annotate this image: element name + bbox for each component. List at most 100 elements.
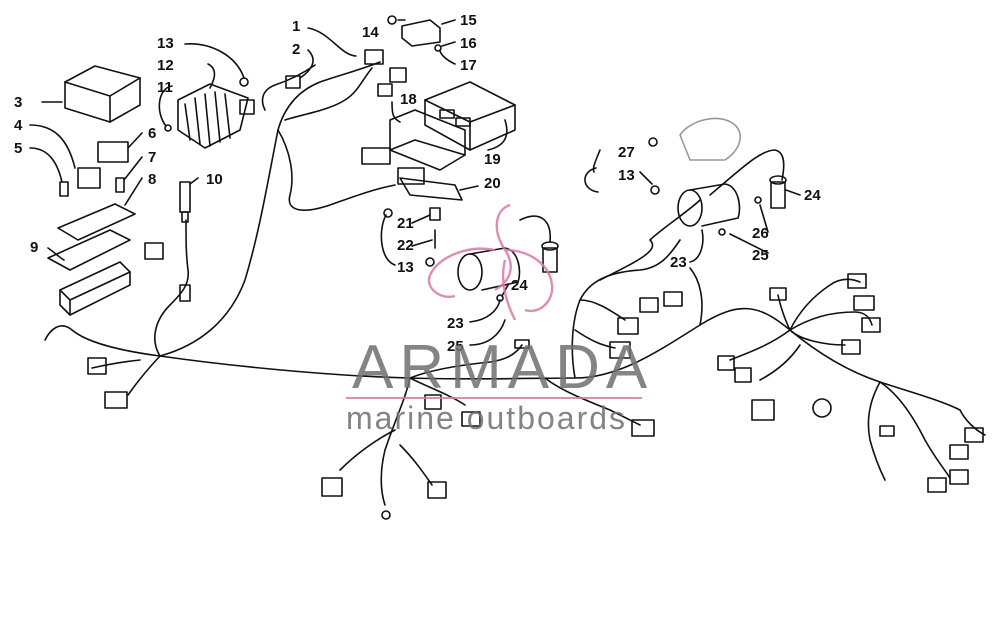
callout-7: 7 [148, 149, 156, 166]
ignition-coil-right [677, 183, 741, 227]
callout-27: 27 [618, 144, 635, 161]
callout-16: 16 [460, 35, 477, 52]
connector-r-j [964, 427, 984, 443]
callout-13-middle: 13 [397, 259, 414, 276]
spark-plug-boot-right [769, 175, 787, 209]
ecu-module [424, 81, 516, 151]
connector-top-c [377, 83, 393, 97]
screw-16 [434, 44, 442, 52]
connector-r-m [927, 477, 947, 493]
callout-13-top: 13 [157, 35, 174, 52]
callout-24-center: 24 [511, 277, 528, 294]
spark-plug-boot-center [519, 215, 559, 273]
mount-bracket [401, 19, 441, 47]
connector-cr-a [617, 317, 639, 335]
regulator-connector [239, 99, 255, 115]
sensor-probe [179, 181, 191, 302]
callout-18: 18 [400, 91, 417, 108]
callout-13-right: 13 [618, 167, 635, 184]
ecu-connector-a [361, 147, 391, 165]
connector-top-d [285, 75, 301, 89]
callout-23-right: 23 [670, 254, 687, 271]
screw-25a [718, 228, 726, 236]
callout-labels: 1 2 3 4 5 6 7 8 9 10 11 12 13 13 13 14 1… [14, 12, 821, 355]
callout-9: 9 [30, 239, 38, 256]
connector-cr-d [609, 341, 631, 359]
inline-terminal [514, 339, 530, 349]
fuse-block-connector [144, 242, 164, 260]
callout-5: 5 [14, 140, 22, 157]
fuse-panel [57, 203, 136, 241]
callout-23-center: 23 [447, 315, 464, 332]
screw-26 [754, 196, 762, 204]
connector-r-l [949, 469, 969, 485]
nut-13d [648, 137, 658, 147]
connector-left-a [87, 357, 107, 375]
connector-r-a [847, 273, 867, 289]
callout-3: 3 [14, 94, 22, 111]
voltage-regulator [177, 83, 249, 149]
nut-13e [650, 185, 660, 195]
starter-motor [679, 117, 741, 161]
nut-14 [387, 15, 397, 25]
connector-cr-c [663, 291, 683, 307]
callout-25-center: 25 [447, 338, 464, 355]
connector-r-e [769, 287, 787, 301]
callout-1: 1 [292, 18, 300, 35]
callout-15: 15 [460, 12, 477, 29]
callout-25-right: 25 [752, 247, 769, 264]
screw-11 [164, 124, 172, 132]
fuse-mini [115, 177, 125, 193]
callout-26: 26 [752, 225, 769, 242]
relay [77, 167, 101, 189]
watermark-title: ARMADA [352, 333, 654, 402]
connector-mid-a [424, 394, 442, 410]
callout-24-right: 24 [804, 187, 821, 204]
callout-21: 21 [397, 215, 414, 232]
nut-13b [383, 208, 393, 218]
ecu-bracket [389, 109, 466, 171]
ground-post [812, 398, 832, 418]
callout-17: 17 [460, 57, 477, 74]
hose-clamp [584, 167, 599, 193]
relay-box [64, 65, 141, 123]
relay-small [97, 141, 129, 163]
fuse-block [47, 229, 131, 316]
connector-left-b [104, 391, 128, 409]
callout-14: 14 [362, 24, 379, 41]
connector-r-h [751, 399, 775, 421]
main-harness-trunk [71, 307, 961, 411]
connector-mid-b [461, 411, 481, 427]
nut-13a [239, 77, 249, 87]
connector-top-b [389, 67, 407, 83]
callout-19: 19 [484, 151, 501, 168]
callout-8: 8 [148, 171, 156, 188]
connector-r-c [861, 317, 881, 333]
callout-10: 10 [206, 171, 223, 188]
fuse-small [59, 181, 69, 197]
ring-terminal [381, 510, 391, 520]
connector-cr-b [639, 297, 659, 313]
nut-13c [425, 257, 435, 267]
connector-top-a [364, 49, 384, 65]
connector-r-k [949, 444, 969, 460]
watermark-subtitle: marine outboards [346, 400, 628, 436]
spacer [429, 207, 441, 221]
callout-22: 22 [397, 237, 414, 254]
connector-r-b [853, 295, 875, 311]
connector-r-i [879, 425, 895, 437]
connector-r-d [841, 339, 861, 355]
connector-lower-b [427, 481, 447, 499]
watermark-logo [427, 203, 554, 321]
ecu-connector-b [397, 167, 425, 185]
callout-20: 20 [484, 175, 501, 192]
callout-6: 6 [148, 125, 156, 142]
connector-lower-a [321, 477, 343, 497]
callout-4: 4 [14, 117, 23, 134]
connector-cr-e [631, 419, 655, 437]
connector-bracket [399, 177, 463, 201]
callout-2: 2 [292, 41, 300, 58]
callout-12: 12 [157, 57, 174, 74]
